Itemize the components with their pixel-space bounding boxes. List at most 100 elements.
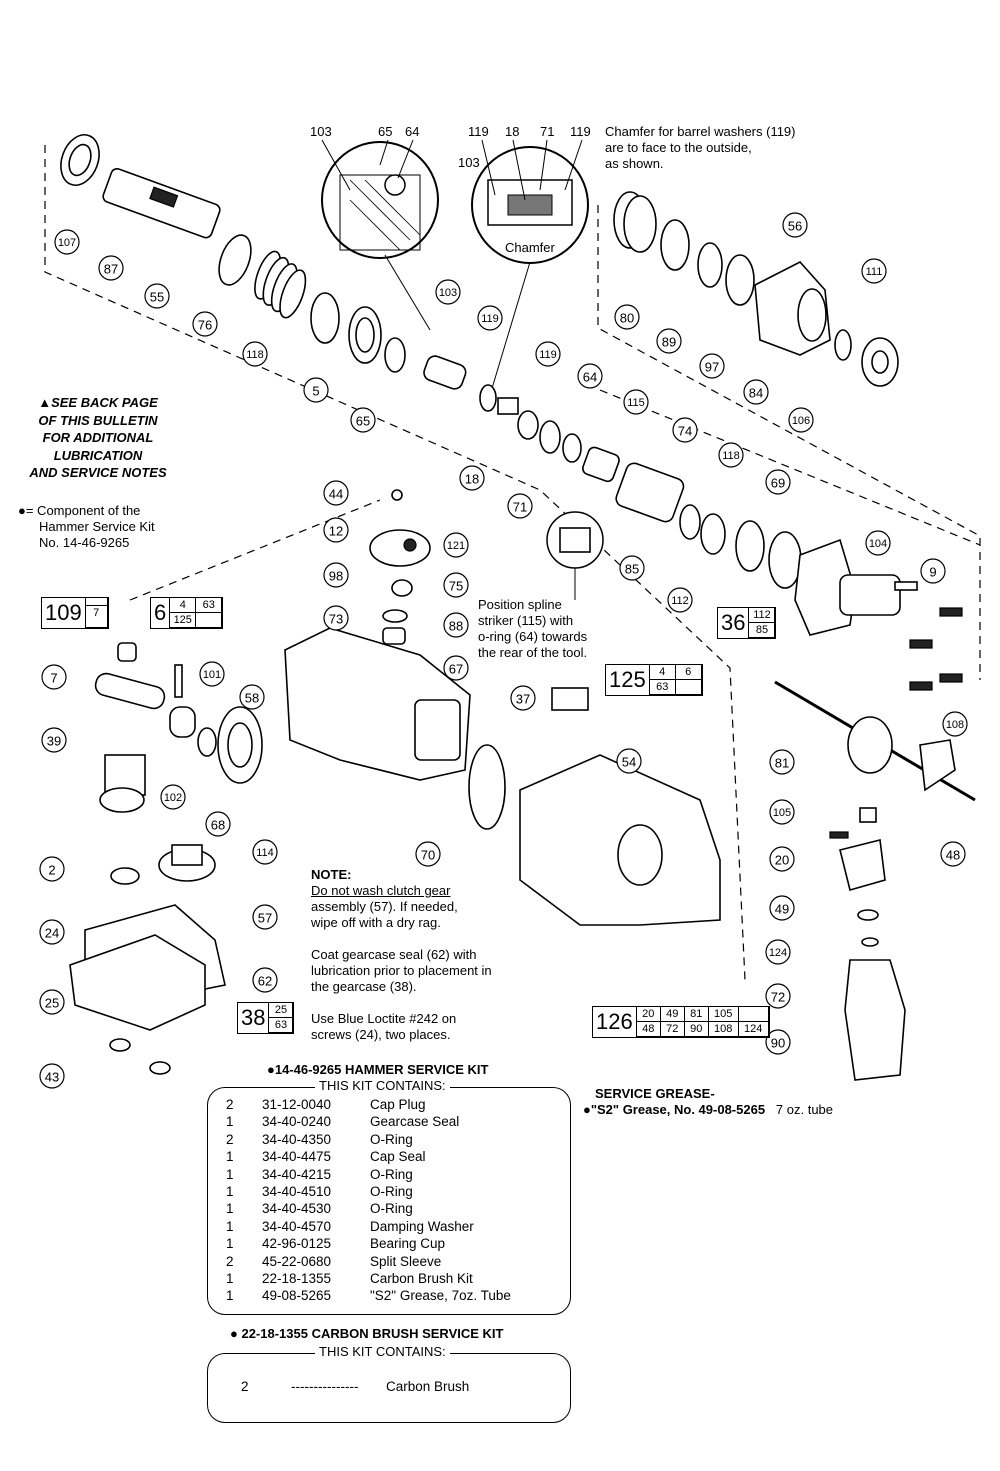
part-65-ring [384, 337, 406, 373]
part-36-flange [794, 538, 901, 636]
kit-qty: 1 [226, 1184, 234, 1199]
kit-desc: O-Ring [370, 1201, 413, 1217]
kit-desc: Damping Washer [370, 1218, 474, 1234]
part-103-piston [423, 355, 467, 390]
callout-71: 71 [507, 493, 533, 519]
callout-18: 18 [459, 465, 485, 491]
callout-107: 107 [54, 229, 80, 255]
part-76-spring [254, 250, 307, 319]
kit-part: 49-08-5265 [262, 1288, 332, 1304]
callout-label: 88 [449, 619, 463, 634]
callout-67: 67 [443, 655, 469, 681]
callout-106: 106 [788, 407, 814, 433]
callout-label: 90 [771, 1036, 785, 1051]
detail-label-18: 18 [505, 124, 520, 139]
part-74-guide [615, 462, 685, 523]
kit-desc: Cap Plug [370, 1097, 426, 1112]
back-page-note: ▲SEE BACK PAGE OF THIS BULLETIN FOR ADDI… [29, 395, 167, 480]
kit-desc: Cap Seal [370, 1149, 426, 1165]
callout-56: 56 [782, 212, 808, 238]
callout-label: 64 [583, 370, 597, 385]
kit-part: 34-40-4475 [262, 1149, 332, 1165]
kit-row: 1 34-40-4510 O-Ring [226, 1184, 546, 1201]
part-90-side-handle [844, 959, 906, 1081]
kit-qty: 2 [226, 1253, 234, 1269]
service-note: NOTE: Do not wash clutch gear assembly (… [311, 867, 492, 1042]
part-84-sleeve [754, 261, 831, 356]
callout-39: 39 [41, 727, 67, 753]
callout-58: 58 [239, 684, 265, 710]
callout-118: 118 [718, 442, 744, 468]
callout-98: 98 [323, 562, 349, 588]
callout-label: 89 [662, 335, 676, 350]
part-2-cap [110, 867, 140, 885]
callout-101: 101 [199, 661, 225, 687]
callout-2: 2 [39, 856, 65, 882]
callout-43: 43 [39, 1063, 65, 1089]
callout-label: 119 [539, 349, 557, 361]
callout-7: 7 [41, 664, 67, 690]
callout-70: 70 [415, 841, 441, 867]
callout-label: 112 [671, 595, 689, 607]
callout-85: 85 [619, 555, 645, 581]
detail-label-103: 103 [310, 124, 332, 139]
callout-label: 54 [622, 755, 636, 770]
part-56-ring [725, 254, 755, 306]
part-109-bushing [117, 642, 137, 662]
part-38-gearcase-cover [69, 934, 206, 1031]
callout-label: 106 [792, 415, 810, 427]
callout-84: 84 [743, 379, 769, 405]
callout-49: 49 [769, 895, 795, 921]
callout-label: 80 [620, 311, 634, 326]
callout-25: 25 [39, 989, 65, 1015]
kit-qty: 1 [226, 1166, 234, 1182]
callout-label: 84 [749, 386, 763, 401]
detail-label-64: 64 [405, 124, 420, 139]
callout-label: 67 [449, 662, 463, 677]
part-69-ring [768, 531, 802, 589]
kit-desc: Carbon Brush Kit [370, 1271, 473, 1286]
part-5-bearing [348, 306, 382, 364]
part-105-pin [859, 807, 877, 823]
detail-circle-left [321, 141, 439, 331]
kit-part: 34-40-4510 [262, 1184, 332, 1199]
kit-desc: O-Ring [370, 1184, 413, 1199]
callout-label: 102 [164, 792, 182, 804]
kit-desc: "S2" Grease, 7oz. Tube [370, 1288, 511, 1304]
callout-103: 103 [435, 279, 461, 305]
callout-89: 89 [656, 328, 682, 354]
kit-qty: 2 [226, 1097, 234, 1112]
part-49-handle-clamp [839, 839, 886, 891]
part-119-washer-b [539, 420, 561, 454]
kit-qty: 1 [226, 1236, 234, 1252]
callout-90: 90 [765, 1029, 791, 1055]
callout-87: 87 [98, 255, 124, 281]
part-43-plug [109, 1038, 171, 1075]
detail-label-65: 65 [378, 124, 393, 139]
callout-label: 57 [258, 911, 272, 926]
kit-qty: 1 [226, 1114, 234, 1130]
callout-label: 9 [929, 565, 936, 580]
callout-label: 70 [421, 848, 435, 863]
callout-label: 115 [627, 397, 645, 409]
hammer-kit-legend: THIS KIT CONTAINS: [315, 1078, 450, 1093]
kit-part: 42-96-0125 [262, 1236, 332, 1252]
kit-desc: Split Sleeve [370, 1253, 442, 1269]
kit-desc: Gearcase Seal [370, 1114, 460, 1130]
part-18-cup [497, 397, 519, 415]
callout-73: 73 [323, 605, 349, 631]
callout-108: 108 [942, 711, 968, 737]
part-37-gearcase [284, 627, 471, 781]
part-44-plug [391, 489, 403, 501]
part-54-housing [519, 754, 721, 926]
